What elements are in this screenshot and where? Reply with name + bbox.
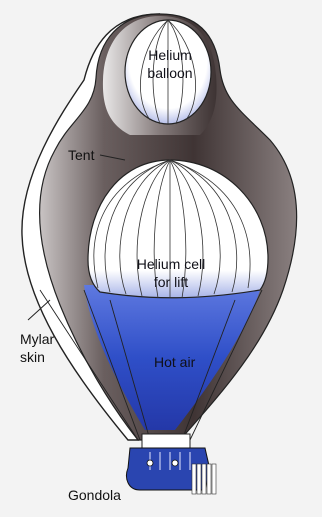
label-mylar-skin-line1: Mylar: [20, 330, 54, 348]
label-mylar-skin-line2: skin: [20, 348, 54, 366]
label-helium-cell: Helium cell for lift: [125, 255, 217, 291]
label-tent: Tent: [68, 146, 94, 164]
label-helium-cell-line1: Helium cell: [125, 255, 217, 273]
label-helium-balloon: Helium balloon: [138, 46, 202, 82]
label-hot-air: Hot air: [154, 353, 195, 371]
label-helium-balloon-line2: balloon: [138, 64, 202, 82]
label-helium-cell-line2: for lift: [125, 273, 217, 291]
label-gondola: Gondola: [68, 486, 121, 504]
gondola: [127, 434, 217, 494]
label-helium-balloon-line1: Helium: [138, 46, 202, 64]
label-mylar-skin: Mylar skin: [20, 330, 54, 366]
